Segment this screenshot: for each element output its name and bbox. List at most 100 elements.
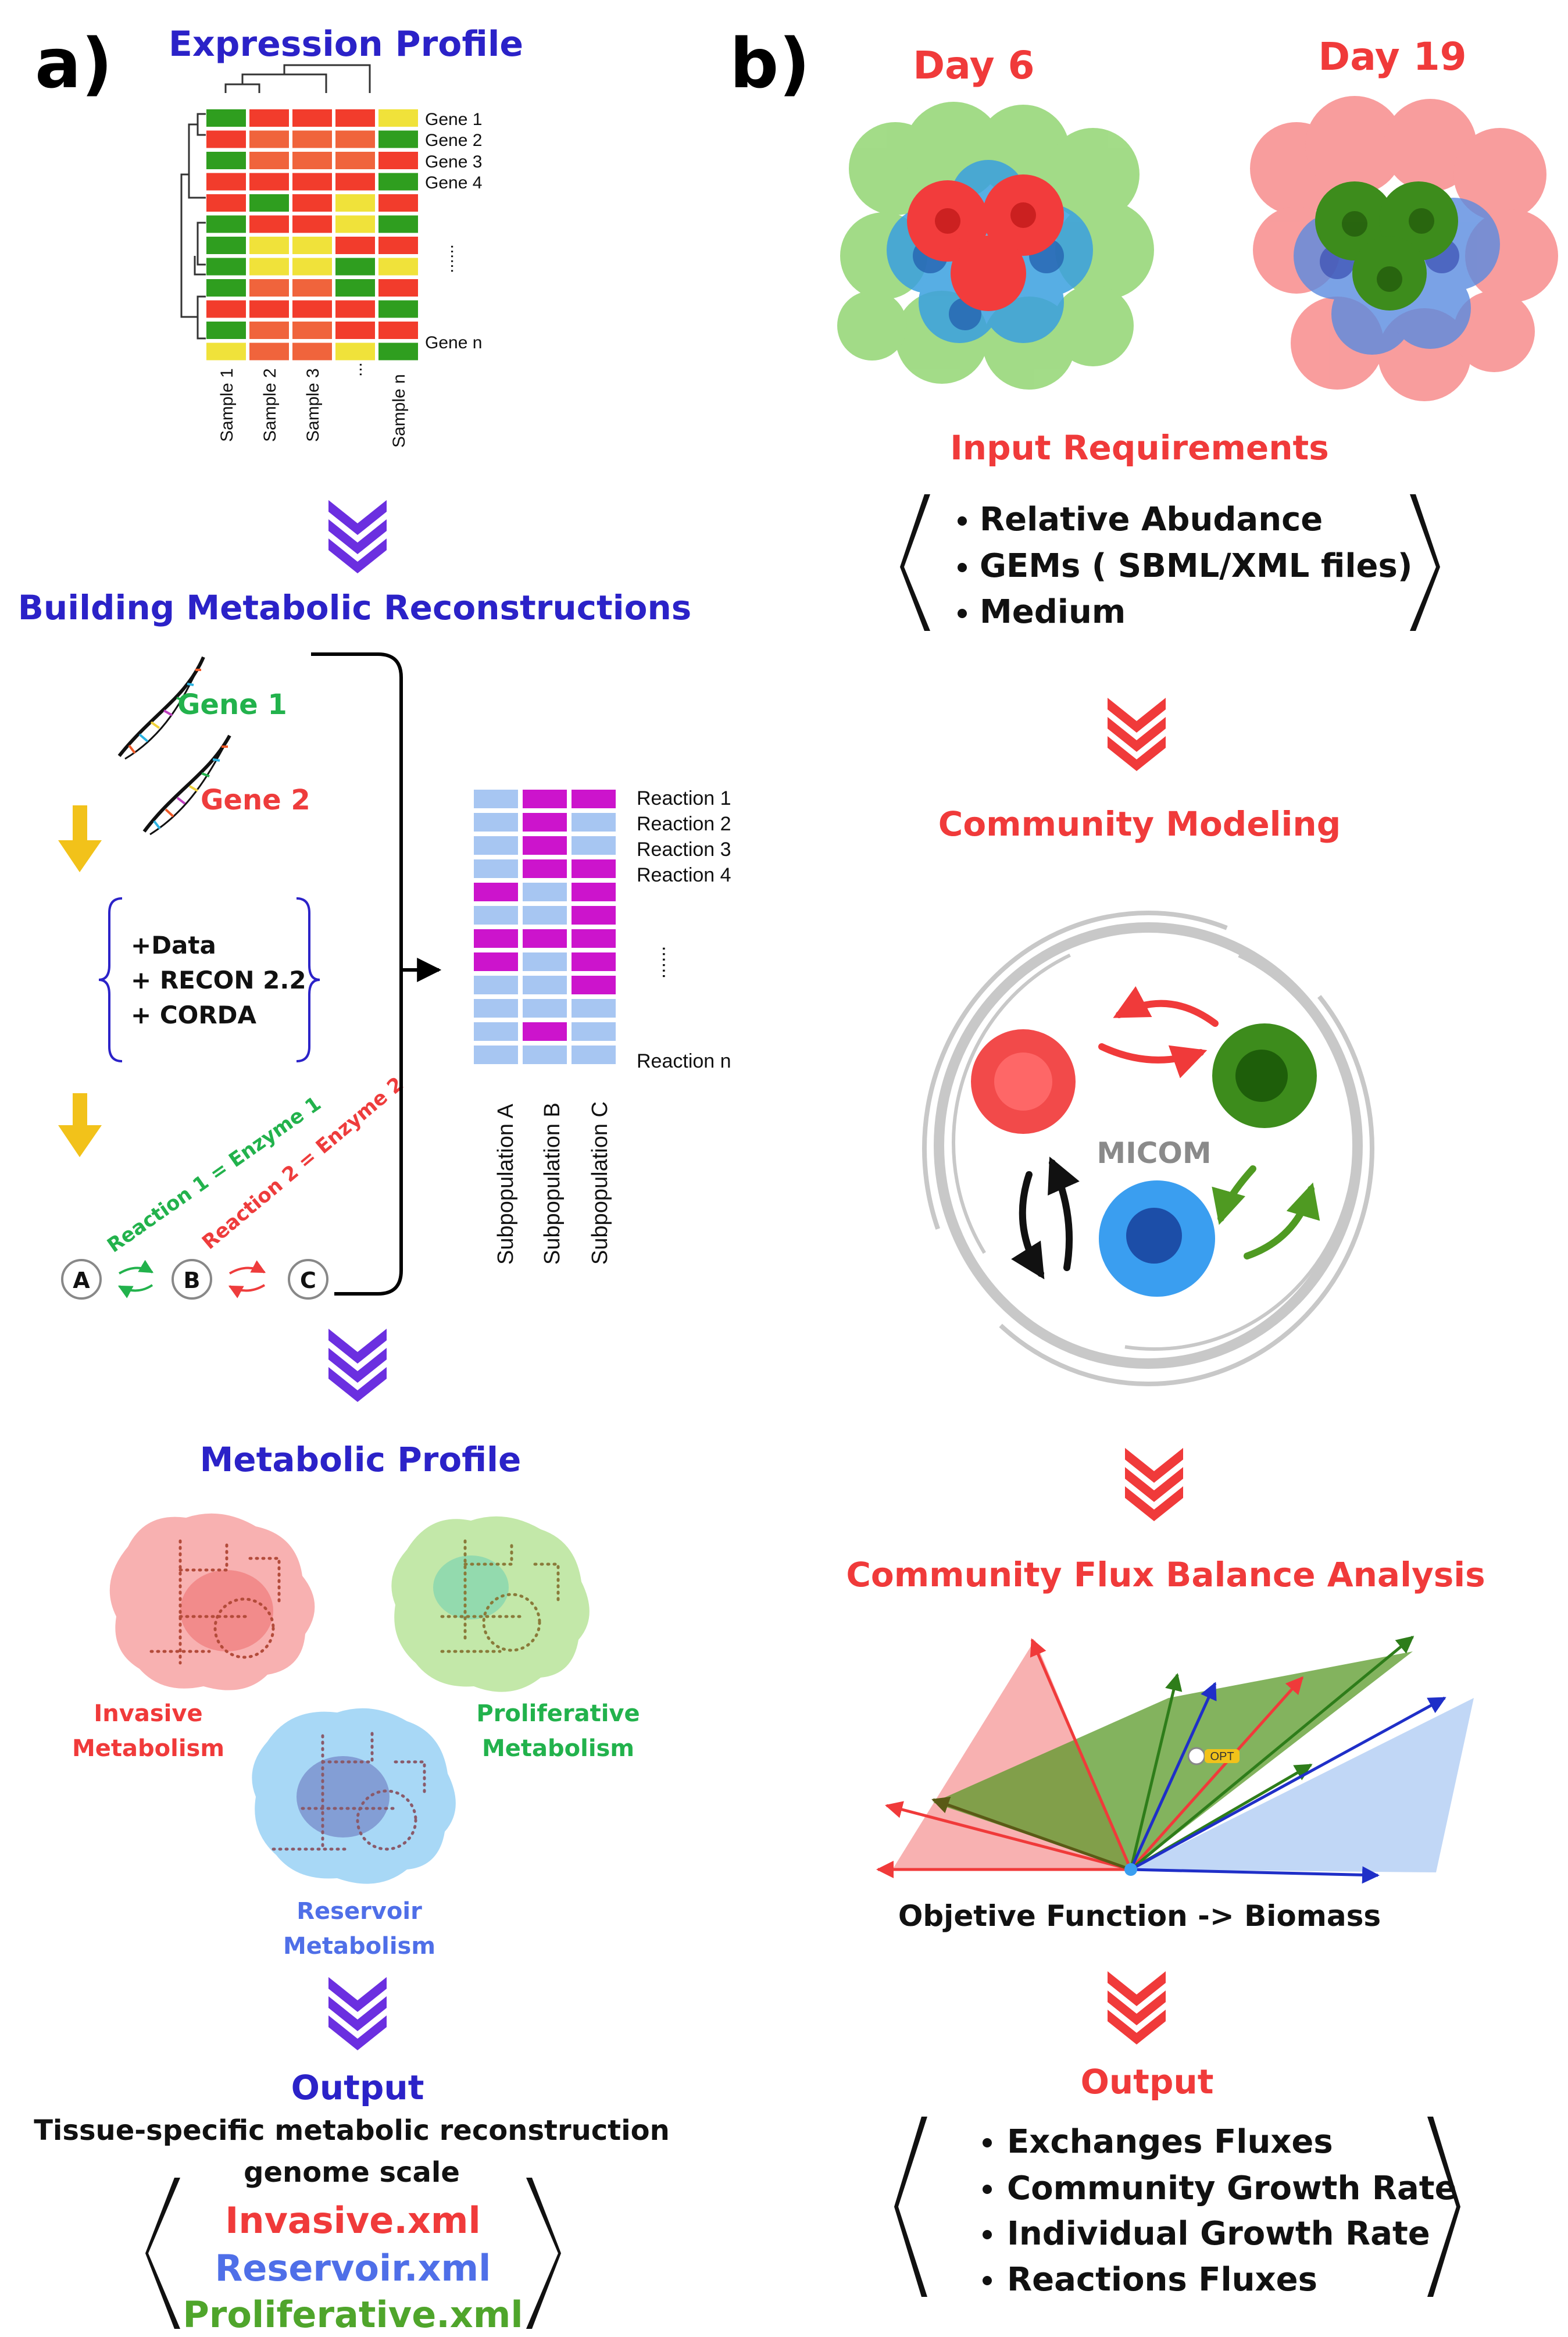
input-item: Medium — [980, 593, 1126, 631]
sample-label: Sample 1 — [217, 368, 237, 442]
reaction-matrix-cell — [523, 929, 567, 948]
sample-labels: Sample 1 Sample 2 Sample 3 ... Sample n — [217, 362, 409, 448]
gene2-label: Gene 2 — [201, 784, 310, 816]
heatmap-cell — [206, 258, 246, 276]
reaction-matrix-cell — [572, 929, 616, 948]
heatmap-cell — [335, 130, 375, 148]
day6-label: Day 6 — [913, 43, 1034, 88]
column-dendrogram — [224, 64, 371, 93]
day6-tumor-cluster-icon — [837, 102, 1154, 390]
subpopulation-label: Subpopulation C — [588, 1101, 612, 1265]
reaction-matrix-cell — [474, 836, 518, 855]
heatmap-cell — [292, 215, 332, 233]
chevron-down-icon — [328, 1977, 387, 2050]
node-b: B — [172, 1259, 212, 1300]
reaction-matrix-cell — [474, 952, 518, 971]
reaction-matrix-cell — [523, 790, 567, 808]
heatmap-cell — [335, 322, 375, 339]
node-a-label: A — [73, 1268, 90, 1293]
heatmap-cell — [249, 279, 289, 297]
day19-tumor-cluster-icon — [1250, 96, 1558, 401]
gene-label: Gene n — [425, 333, 482, 352]
chevron-down-icon — [1108, 1971, 1166, 2045]
output-item: Exchanges Fluxes — [1007, 2123, 1333, 2161]
reaction-matrix-cell — [523, 976, 567, 994]
reaction-matrix-cell — [572, 883, 616, 901]
heatmap-cell — [378, 237, 418, 254]
panel-b-label: b) — [730, 23, 810, 104]
gene-label: Gene 1 — [425, 110, 482, 129]
heatmap-cell — [292, 194, 332, 212]
arrow-down-icon — [58, 1093, 102, 1157]
reaction-matrix-cell — [572, 790, 616, 808]
input-item: Relative Abudance — [980, 501, 1323, 538]
reaction-matrix-cell — [474, 813, 518, 832]
reaction-matrix-cell — [474, 859, 518, 878]
heatmap-cell — [378, 130, 418, 148]
reaction-label: Reaction 4 — [637, 864, 731, 886]
reaction-ellipsis: ...... — [658, 946, 680, 979]
blue-cell-icon — [1099, 1180, 1215, 1297]
reaction-matrix-cell — [474, 999, 518, 1018]
heatmap-cell — [206, 322, 246, 339]
angle-bracket-right-icon — [1427, 2117, 1460, 2297]
reaction-matrix-cell — [474, 929, 518, 948]
reaction-matrix — [474, 790, 616, 1064]
reaction-matrix-cell — [572, 1022, 616, 1041]
heatmap-cell — [292, 258, 332, 276]
heatmap-cell — [292, 237, 332, 254]
reaction-matrix-cell — [572, 906, 616, 925]
chevron-down-icon — [328, 500, 387, 573]
reaction-matrix-cell — [474, 1046, 518, 1064]
dna-icon — [117, 656, 205, 760]
reaction-matrix-cell — [572, 1046, 616, 1064]
heatmap-cell — [378, 258, 418, 276]
heatmap-cell — [292, 173, 332, 191]
brace-line-corda: + CORDA — [131, 1001, 257, 1029]
heatmap-cell — [292, 322, 332, 339]
heatmap-cell — [249, 300, 289, 318]
heatmap-cell — [335, 279, 375, 297]
brace-line-data: +Data — [131, 931, 216, 959]
heatmap-cell — [335, 173, 375, 191]
reaction-matrix-cell — [474, 976, 518, 994]
reaction-matrix-cell — [572, 999, 616, 1018]
gene-label: Gene 4 — [425, 173, 482, 192]
heatmap-cell — [249, 342, 289, 361]
heatmap-cell — [206, 130, 246, 148]
day19-label: Day 19 — [1318, 34, 1466, 79]
reaction-labels: Reaction 1 Reaction 2 Reaction 3 Reactio… — [637, 787, 731, 1072]
heatmap-cell — [249, 130, 289, 148]
expression-heatmap — [206, 109, 418, 361]
row-dendrogram — [180, 113, 206, 340]
heatmap-cell — [249, 258, 289, 276]
reaction-label: Reaction n — [637, 1050, 731, 1072]
heatmap-cell — [335, 215, 375, 233]
reaction-matrix-cell — [572, 813, 616, 832]
green-cell-icon — [1212, 1023, 1317, 1128]
angle-bracket-left-icon — [900, 494, 930, 631]
bracket-connector — [311, 652, 442, 1296]
subpopulation-label: Subpopulation B — [540, 1103, 565, 1265]
gene-ellipsis: ...... — [447, 244, 466, 273]
angle-bracket-right-icon — [1410, 494, 1440, 631]
heatmap-cell — [206, 215, 246, 233]
heatmap-cell — [378, 152, 418, 169]
dna-icon — [142, 734, 231, 836]
output-item: Community Growth Rate — [1007, 2170, 1457, 2207]
heatmap-cell — [206, 342, 246, 361]
heatmap-cell — [335, 152, 375, 169]
heatmap-cell — [335, 258, 375, 276]
cfba-title: Community Flux Balance Analysis — [846, 1555, 1485, 1594]
output-item: Reactions Fluxes — [1007, 2261, 1317, 2299]
micom-label: MICOM — [1096, 1136, 1211, 1170]
heatmap-cell — [249, 215, 289, 233]
reaction-label: Reaction 2 — [637, 813, 731, 835]
node-c-label: C — [300, 1268, 316, 1293]
input-item: GEMs ( SBML/XML files) — [980, 547, 1412, 585]
reaction-matrix-cell — [523, 1046, 567, 1064]
reaction-matrix-cell — [523, 1022, 567, 1041]
heatmap-cell — [292, 152, 332, 169]
expression-profile-title: Expression Profile — [169, 24, 523, 65]
heatmap-cell — [249, 152, 289, 169]
